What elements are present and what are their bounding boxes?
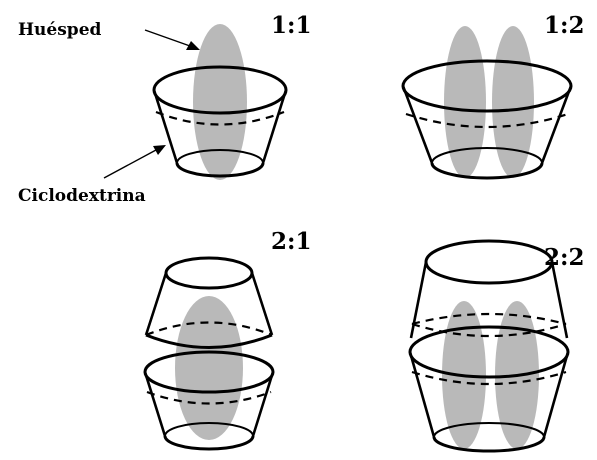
host-pointer-arrow [145,30,200,50]
cyclodextrin-rim-back [406,114,568,127]
ratio-label-1-1: 1:1 [271,14,312,37]
host-label: Huésped [18,22,101,39]
host-molecule [444,26,486,178]
cyclodextrin-wall-right [252,273,272,335]
cyclodextrin-label: Ciclodextrina [18,188,146,205]
cyclodextrin-narrow-rim [426,241,552,283]
cyclodextrin-pointer-arrow [104,145,166,178]
cyclodextrin-wide-rim [403,61,571,111]
ratio-label-2-2: 2:2 [544,246,585,269]
host-molecule [492,26,534,178]
cyclodextrin-narrow-rim [166,258,252,288]
host-molecule [175,296,243,440]
cyclodextrin-wide-rim [410,327,568,377]
complex-2-1 [145,258,273,449]
complex-1-1 [154,24,286,180]
complex-1-2 [403,26,571,178]
cyclodextrin-rim-back [412,314,566,324]
cyclodextrin-narrow-rim [432,163,542,178]
cyclodextrin-wall-right [263,90,286,163]
ratio-label-1-2: 1:2 [544,14,585,37]
ratio-label-2-1: 2:1 [271,230,312,253]
cyclodextrin-wall-left [403,86,432,163]
complex-2-2 [410,241,568,451]
host-molecule [193,24,247,180]
cyclodextrin-wall-left [146,273,166,335]
cyclodextrin-wall-right [542,86,571,163]
